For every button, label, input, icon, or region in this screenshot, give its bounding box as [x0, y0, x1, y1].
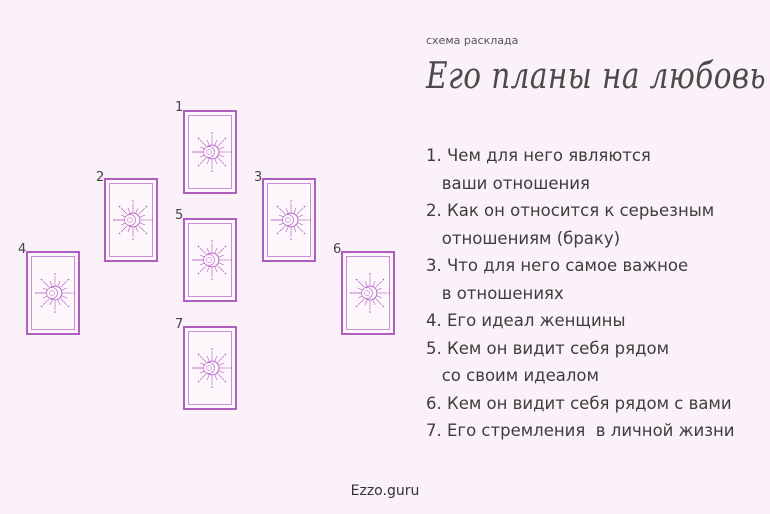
positions-list: 1. Чем для него являются ваши отношения …: [426, 142, 766, 445]
moon-sun-icon: [192, 348, 232, 388]
moon-sun-icon: [192, 240, 232, 280]
tarot-card-2: [104, 178, 158, 262]
position-line: 2. Как он относится к серьезным: [426, 201, 715, 220]
position-line: 6. Кем он видит себя рядом с вами: [426, 393, 732, 413]
card-number-7: 7: [175, 317, 184, 332]
position-line: 3. Что для него самое важное: [426, 256, 689, 275]
position-line: со своим идеалом: [426, 366, 599, 385]
moon-sun-icon: [35, 273, 75, 313]
moon-sun-icon: [271, 200, 311, 240]
position-line: в отношениях: [426, 283, 564, 303]
tarot-card-3: [262, 178, 316, 262]
position-line: 4. Его идеал женщины: [426, 311, 626, 330]
position-line: ваши отношения: [426, 173, 590, 193]
position-line: 1. Чем для него являются: [426, 146, 651, 165]
card-number-3: 3: [254, 170, 263, 185]
tarot-card-5: [183, 218, 237, 302]
moon-sun-icon: [113, 200, 153, 240]
tarot-card-1: [183, 110, 237, 194]
site-footer[interactable]: Ezzo.guru: [350, 483, 420, 499]
card-number-2: 2: [96, 170, 105, 185]
position-line: 7. Его стремления в личной жизни: [426, 421, 735, 440]
tarot-card-6: [341, 251, 395, 335]
position-line: 5. Кем он видит себя рядом: [426, 338, 670, 358]
page-title: Его планы на любовь: [426, 56, 766, 97]
card-number-1: 1: [175, 100, 184, 115]
moon-sun-icon: [350, 273, 390, 313]
card-number-4: 4: [18, 242, 27, 257]
card-number-5: 5: [175, 208, 184, 223]
position-line: отношениям (браку): [426, 228, 621, 248]
tarot-card-4: [26, 251, 80, 335]
scheme-label: схема расклада: [426, 34, 519, 47]
moon-sun-icon: [192, 132, 232, 172]
card-number-6: 6: [333, 242, 342, 257]
tarot-card-7: [183, 326, 237, 410]
